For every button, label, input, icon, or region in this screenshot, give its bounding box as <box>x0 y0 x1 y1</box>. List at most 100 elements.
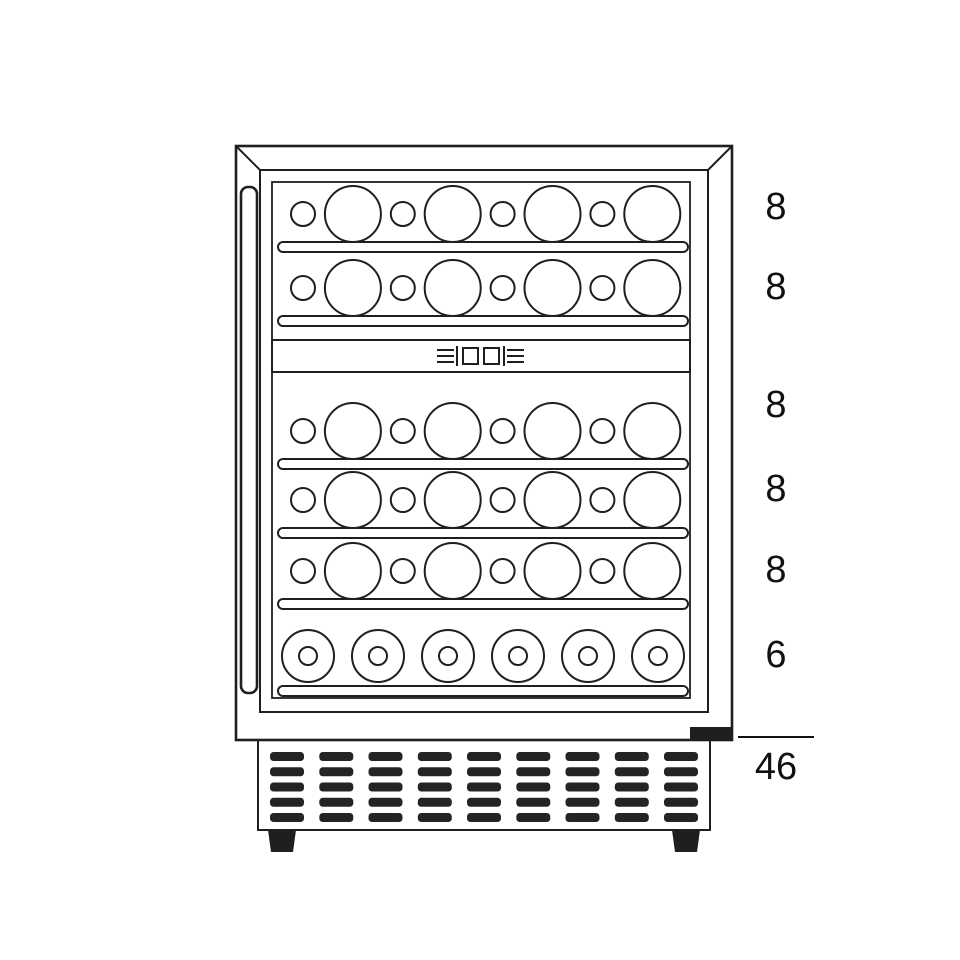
bottle-neck <box>489 275 516 301</box>
bottle-neck <box>589 487 616 513</box>
vent-slat <box>467 797 501 807</box>
bottle-neck <box>589 201 616 227</box>
vent-slat <box>270 767 304 777</box>
control-panel <box>437 346 524 366</box>
vent-slat <box>614 813 649 822</box>
shelf-2-capacity-label: 8 <box>765 266 787 308</box>
bottle-body <box>523 402 582 460</box>
vent-slat <box>565 813 600 822</box>
bottom-right-trim <box>690 727 731 740</box>
vent-slat <box>368 782 403 792</box>
vent-slat <box>565 782 600 792</box>
display-window-icon <box>462 347 479 365</box>
vent-slat <box>368 813 403 822</box>
bottle-neck <box>489 487 516 513</box>
bottle-body <box>523 259 582 317</box>
shelf-rail <box>277 458 689 470</box>
bottle-body <box>523 471 582 529</box>
vent-grille <box>257 739 711 831</box>
vent-slat <box>664 752 698 761</box>
vent-slat <box>614 767 649 777</box>
right-foot <box>672 830 700 852</box>
bottle-neck <box>389 418 416 444</box>
shelf-rail <box>277 685 689 697</box>
vent-slat <box>319 782 354 792</box>
shelf-rail <box>277 315 689 327</box>
vent-slat <box>614 782 649 792</box>
vent-slat <box>516 782 551 792</box>
vent-slat <box>417 752 452 761</box>
vent-slat <box>516 797 551 807</box>
vent-slat <box>319 797 354 807</box>
shelf-4-capacity-label: 8 <box>765 468 787 510</box>
shelf-row-4 <box>277 471 689 539</box>
bottle-neck <box>389 201 416 227</box>
vent-slat <box>368 752 403 761</box>
bottle-neck <box>290 418 316 444</box>
bottle-base-ring <box>438 646 458 666</box>
bottle-body <box>323 402 382 460</box>
bottle-body <box>423 471 482 529</box>
left-foot <box>268 830 296 852</box>
vent-slat <box>467 813 501 822</box>
bottle-body <box>423 402 482 460</box>
vent-slat <box>319 813 354 822</box>
bottle-body <box>323 259 382 317</box>
vent-slat <box>368 767 403 777</box>
bottle-neck <box>389 275 416 301</box>
vent-slat <box>417 767 452 777</box>
bottle-neck <box>389 558 416 584</box>
vent-slat <box>467 752 501 761</box>
vent-slat <box>614 797 649 807</box>
vent-slat <box>467 782 501 792</box>
bottle-body <box>623 185 682 243</box>
display-window-icon <box>483 347 500 365</box>
bottle-base-ring <box>578 646 598 666</box>
vent-slat <box>565 797 600 807</box>
zone-divider <box>271 339 691 373</box>
vent-slat <box>417 813 452 822</box>
shelf-rail <box>277 598 689 610</box>
shelf-5-capacity-label: 8 <box>765 549 787 591</box>
vent-slat <box>664 782 698 792</box>
bottle-body <box>423 259 482 317</box>
vent-slat <box>270 782 304 792</box>
bottle-neck <box>389 487 416 513</box>
vent-slat <box>270 813 304 822</box>
vent-slat <box>319 767 354 777</box>
vent-slat <box>368 797 403 807</box>
bottle-neck <box>489 201 516 227</box>
bottle-base-ring <box>368 646 388 666</box>
bottle-neck <box>589 418 616 444</box>
bottle-neck <box>489 558 516 584</box>
bottle-neck <box>290 275 316 301</box>
bottle-body <box>623 402 682 460</box>
door-handle <box>239 185 259 695</box>
vent-slat <box>614 752 649 761</box>
bottle-neck <box>489 418 516 444</box>
shelf-rail <box>277 241 689 253</box>
shelf-rail <box>277 527 689 539</box>
vent-slat <box>417 797 452 807</box>
shelves <box>277 185 689 697</box>
bottle-neck <box>589 558 616 584</box>
bottle-body <box>523 185 582 243</box>
vent-slat <box>417 782 452 792</box>
bottle-body <box>323 185 382 243</box>
vent-slat <box>467 767 501 777</box>
bottle-neck <box>589 275 616 301</box>
vent-slat <box>565 767 600 777</box>
vent-slat <box>516 767 551 777</box>
total-capacity-label: 46 <box>754 746 798 788</box>
bottle-neck <box>290 201 316 227</box>
bottle-neck <box>290 558 316 584</box>
shelf-row-5 <box>277 542 689 610</box>
bottle-body <box>423 185 482 243</box>
vent-slat <box>270 797 304 807</box>
vent-slat <box>664 767 698 777</box>
bottle-base-ring <box>648 646 668 666</box>
vent-slat <box>516 752 551 761</box>
bottle-body <box>523 542 582 600</box>
